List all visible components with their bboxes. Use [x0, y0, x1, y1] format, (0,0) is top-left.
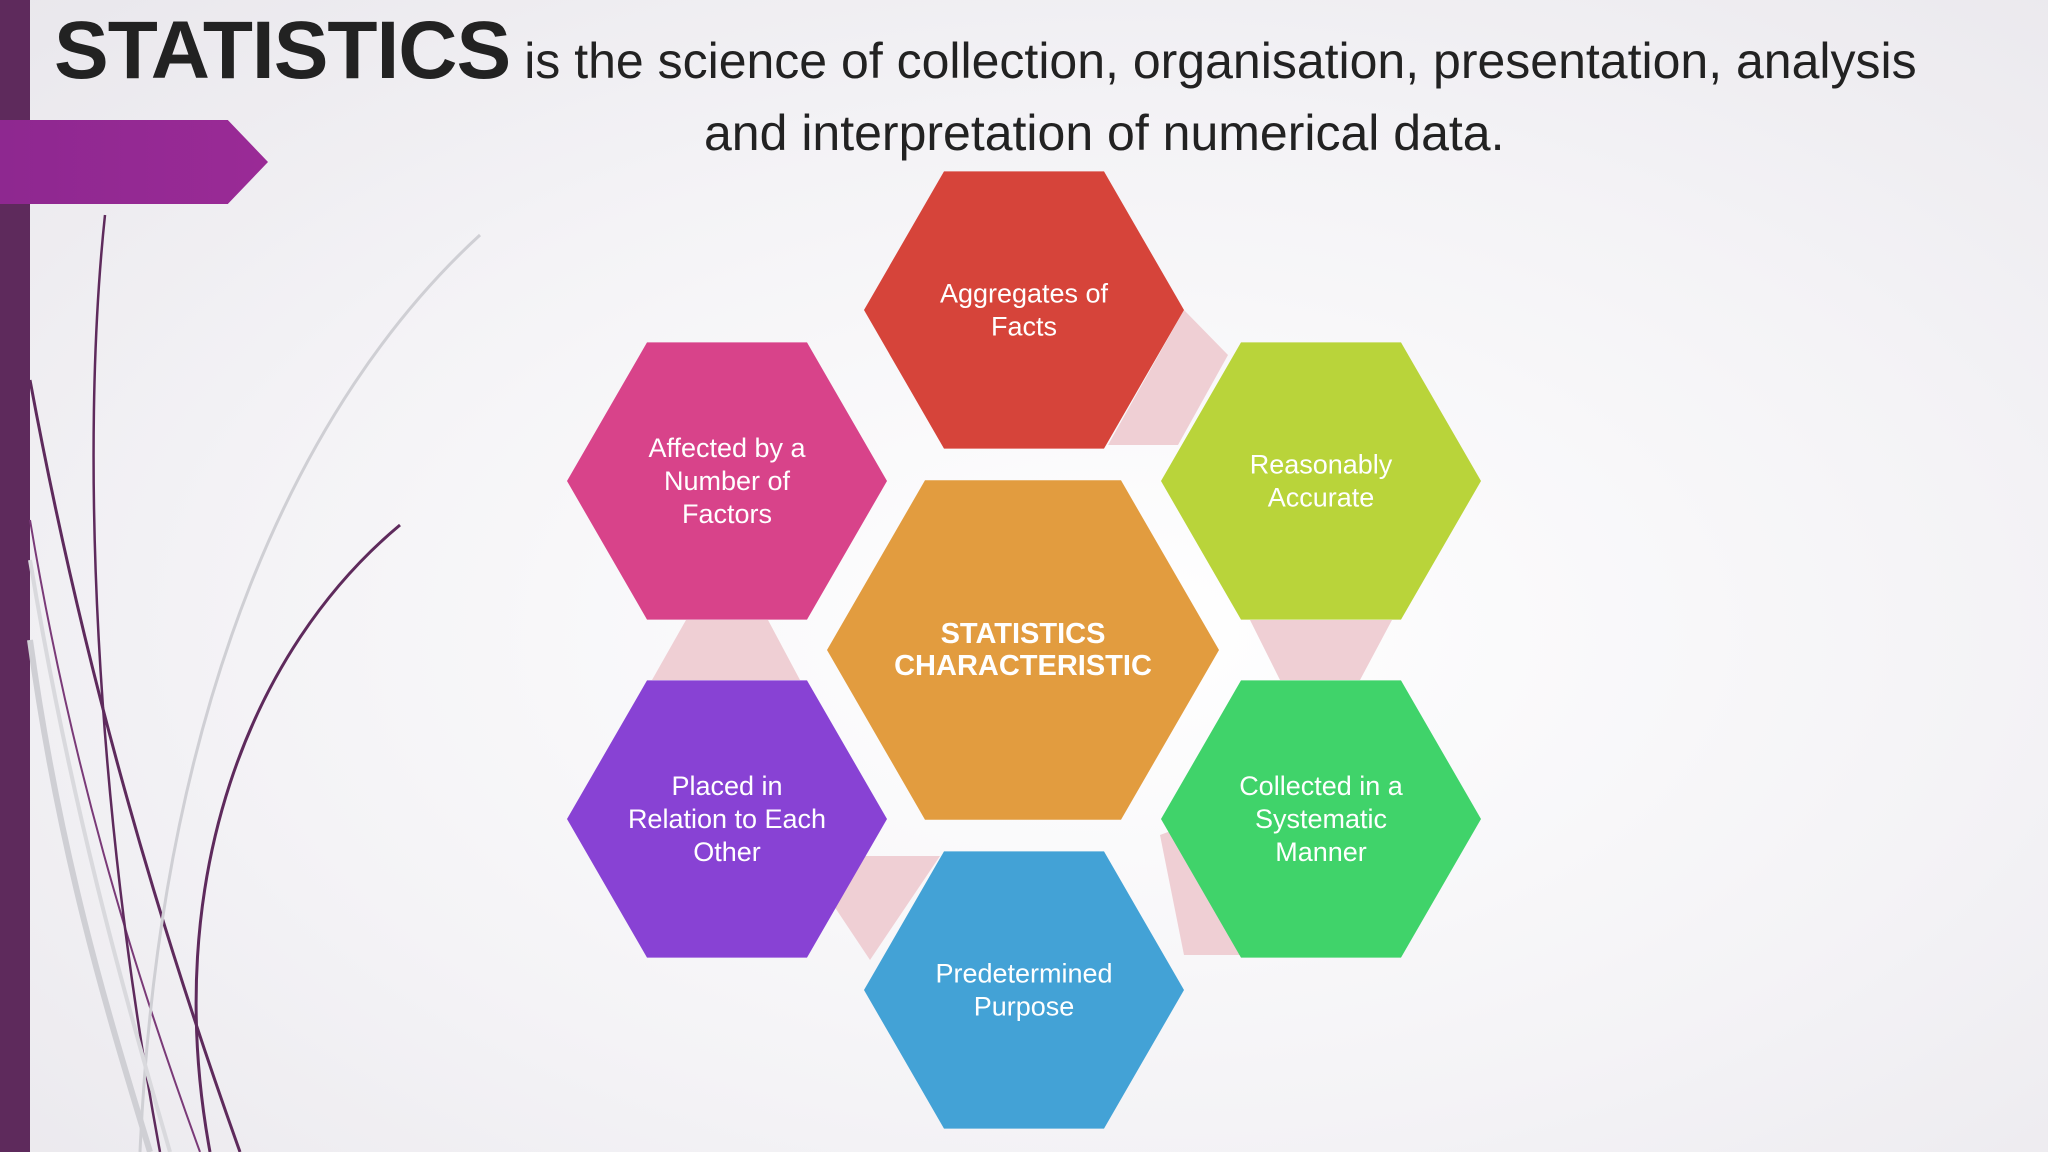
decorative-curves	[27, 214, 482, 1152]
hex-upper-left-shape	[567, 342, 887, 620]
hex-lower-left-shape	[567, 680, 887, 958]
hex-lower-right-label-line: Manner	[1275, 837, 1367, 867]
hex-lower-left-label-line: Relation to Each	[628, 804, 826, 834]
hex-lower-right-label-line: Collected in a	[1239, 771, 1404, 801]
definition-line-2: and interpretation of numerical data.	[704, 105, 1505, 161]
hex-upper-right-label-line: Reasonably	[1250, 450, 1393, 480]
hex-center-shape	[827, 480, 1219, 820]
accent-arrow-shape	[0, 120, 268, 204]
hex-upper-right-label-line: Accurate	[1268, 483, 1375, 513]
hex-bottom-label-line: Predetermined	[935, 959, 1112, 989]
hex-lower-right-label-line: Systematic	[1255, 804, 1387, 834]
hex-top-label-line: Facts	[991, 312, 1057, 342]
connector-top-upper-right	[1108, 310, 1228, 445]
connector-lower-left-upper-left	[652, 620, 800, 680]
definition-line-1: is the science of collection, organisati…	[524, 33, 1917, 89]
hex-bottom-label-line: Purpose	[974, 992, 1075, 1022]
hex-upper-right-shape	[1161, 342, 1481, 620]
hex-lower-right-shape	[1161, 680, 1481, 958]
hex-upper-left-label-line: Number of	[664, 466, 791, 496]
hex-center-label-line: CHARACTERISTIC	[894, 650, 1152, 682]
hex-top-label-line: Aggregates of	[940, 279, 1109, 309]
connector-upper-right-lower-right	[1250, 620, 1392, 680]
connector-bottom-lower-left	[830, 856, 940, 960]
hex-lower-left-label-line: Other	[693, 837, 761, 867]
term-statistics: STATISTICS	[54, 5, 511, 96]
hex-upper-left-label-line: Factors	[682, 499, 772, 529]
hex-upper-left-label-line: Affected by a	[648, 433, 806, 463]
hex-bottom-shape	[864, 851, 1184, 1129]
hex-lower-left-label-line: Placed in	[671, 771, 782, 801]
hex-top-shape	[864, 171, 1184, 449]
hex-center-label-line: STATISTICS	[941, 618, 1106, 650]
connector-lower-right-bottom	[1160, 820, 1240, 955]
